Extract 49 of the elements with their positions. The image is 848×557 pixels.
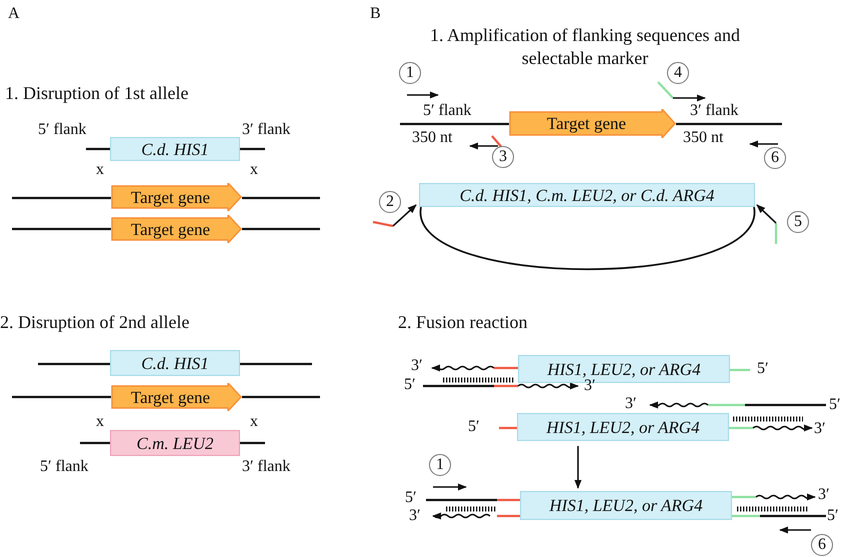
sequence-label: 5′ flank (423, 103, 472, 119)
sequence-label: 3′ flank (690, 103, 738, 119)
sequence-label: 5′ (829, 397, 840, 413)
sequence-label: 3′ flank (242, 459, 290, 475)
marker-box: HIS1, LEU2, or ARG4 (520, 491, 732, 520)
sequence-label: 5′ (757, 361, 768, 377)
sequence-label: x (96, 162, 104, 178)
sequence-label: 350 nt (412, 130, 452, 146)
panel-letter: B (370, 6, 381, 22)
marker-box: C.d. HIS1 (110, 350, 240, 376)
panel-heading: 2. Disruption of 2nd allele (0, 313, 190, 331)
callout-number: 3 (492, 146, 514, 168)
sequence-label: 5′ (404, 377, 416, 393)
panel-letter: A (8, 6, 20, 22)
arrow (574, 446, 582, 489)
callout-number: 1 (399, 62, 421, 84)
sequence-label: 3′ flank (242, 122, 290, 138)
sequence-label: 350 nt (683, 130, 724, 146)
marker-box: C.m. LEU2 (110, 430, 240, 456)
sequence-label: 3′ (625, 396, 636, 412)
callout-number: 5 (787, 211, 809, 233)
sequence-label: 3′ (411, 358, 422, 374)
gene-block: Target gene (509, 109, 676, 138)
callout-number: 6 (811, 534, 833, 556)
marker-box: C.d. HIS1 (110, 137, 240, 161)
gene-block: Target gene (111, 383, 242, 411)
callout-number: 4 (667, 62, 689, 84)
arrow (756, 204, 777, 224)
sequence-label: 5′ (468, 419, 480, 435)
marker-box: C.d. HIS1, C.m. LEU2, or C.d. ARG4 (419, 183, 755, 207)
gene-block: Target gene (111, 215, 242, 243)
callout-number: 1 (429, 454, 451, 476)
sequence-label: 3′ (818, 487, 830, 503)
gene-block: Target gene (111, 183, 242, 211)
panel-heading: 2. Fusion reaction (398, 313, 528, 331)
panel-heading: 1. Disruption of 1st allele (5, 84, 188, 102)
arrow (392, 204, 417, 227)
sequence-label: x (250, 414, 258, 430)
sequence-label: x (96, 414, 104, 430)
sequence-label: 5′ flank (38, 122, 86, 138)
callout-number: 2 (379, 191, 401, 213)
sequence-label: 3′ (814, 421, 826, 437)
sequence-label: 3′ (409, 508, 420, 524)
sequence-label: 5′ (405, 490, 416, 506)
sequence-label: 5′ (827, 508, 838, 524)
sequence-label: x (250, 162, 258, 178)
callout-number: 6 (764, 147, 786, 169)
sequence-label: 5′ flank (40, 459, 88, 475)
marker-box: HIS1, LEU2, or ARG4 (517, 413, 729, 441)
